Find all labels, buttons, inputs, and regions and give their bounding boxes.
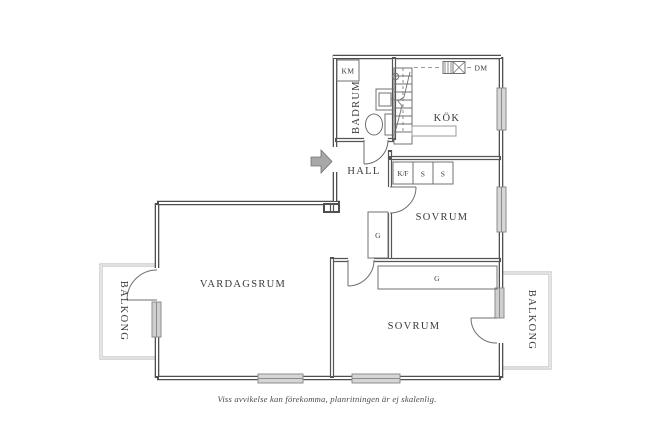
door-sovrum-upper: [389, 186, 417, 214]
room-label-hall: HALL: [347, 166, 380, 177]
room-label-sovrum-upper: SOVRUM: [416, 212, 469, 223]
door-balcony-right: [470, 317, 498, 344]
kitchen-counter: [411, 125, 457, 137]
room-label-badrum: BADRUM: [351, 80, 362, 134]
stove-icon: [414, 61, 471, 74]
room-label-balkong-right: BALKONG: [526, 290, 537, 350]
label-dm: DM: [475, 64, 488, 73]
window-vardagsrum-left: [151, 301, 162, 338]
room-label-balkong-left: BALKONG: [118, 281, 129, 341]
label-g-hall: G: [375, 231, 381, 240]
toilet-icon: [365, 113, 395, 136]
room-label-kok: KÖK: [434, 112, 461, 124]
label-km: KM: [342, 67, 355, 76]
door-badrum: [363, 139, 389, 165]
room-label-vardagsrum: VARDAGSRUM: [200, 279, 286, 290]
sink-icon: [375, 88, 395, 111]
window-sovrum-bottom: [351, 373, 401, 384]
door-sovrum-lower: [347, 259, 375, 287]
fixtures: [336, 59, 498, 290]
entry-arrow-icon: [310, 149, 333, 174]
g-closet-hall: [367, 211, 389, 259]
label-s-right: S: [441, 170, 446, 179]
window-sovrum-upper: [496, 186, 507, 233]
label-kf: K/F: [398, 170, 409, 178]
window-kok: [496, 87, 507, 131]
window-vardagsrum-bottom: [257, 373, 304, 384]
doors: [126, 139, 498, 344]
km-closet-box: [336, 59, 360, 82]
caption: Viss avvikelse kan förekomma, planritnin…: [218, 394, 437, 404]
g-closet-sovrum: [377, 265, 498, 290]
windows: [151, 87, 507, 384]
vent-icon: [391, 72, 400, 81]
label-s-left: S: [421, 170, 426, 179]
balcony-left-outline: [99, 263, 157, 360]
outer-walls: [154, 54, 504, 381]
room-label-sovrum-lower: SOVRUM: [388, 321, 441, 332]
label-g-sovrum: G: [434, 274, 440, 283]
s-box-right: [432, 161, 454, 185]
door-balcony-left: [126, 269, 158, 301]
window-sovrum-lower: [494, 287, 505, 319]
balcony-right-outline: [502, 271, 552, 370]
